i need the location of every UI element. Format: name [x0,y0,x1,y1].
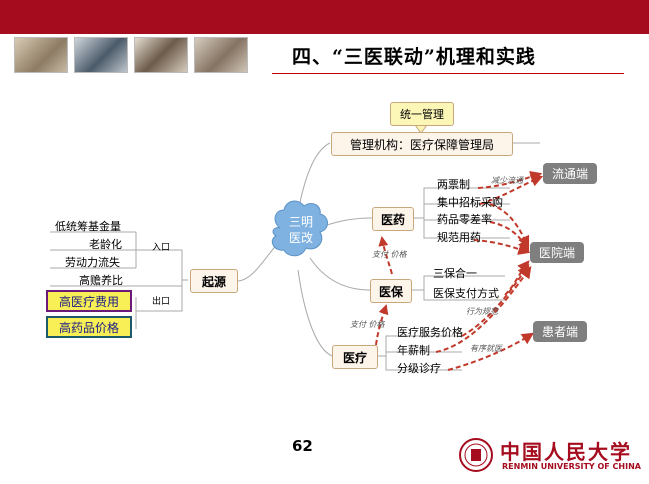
photo-strip [14,37,248,73]
insurance-item-three-in-one: 三保合一 [433,267,477,280]
insurance-item-payment-method: 医保支付方式 [433,287,499,300]
target-patient: 患者端 [533,321,587,342]
top-banner [0,0,649,34]
insurance-node: 医保 [370,279,412,303]
target-distribution: 流通端 [543,163,597,184]
university-seal-icon [459,438,493,472]
medical-item-tiered-care: 分级诊疗 [397,362,441,375]
center-label-line1: 三明 [289,215,314,229]
output-high-medical-cost: 高医疗费用 [46,290,132,312]
medical-node: 医疗 [332,345,378,369]
origin-node: 起源 [190,269,238,293]
target-hospital: 医院端 [530,242,584,263]
input-aging: 老龄化 [89,238,122,251]
slide-title: 四、“三医联动”机理和实践 [292,46,536,68]
arrow-label-reduce-links: 减少流通 [491,176,523,185]
medical-item-service-price: 医疗服务价格 [397,326,463,339]
photo-3 [134,37,188,73]
exit-label: 出口 [152,297,171,307]
center-label-line2: 医改 [289,231,314,245]
medical-item-annual-salary: 年薪制 [397,344,430,357]
pharma-node: 医药 [372,207,414,231]
entry-label: 入口 [152,243,171,253]
management-node: 管理机构：医疗保障管理局 [331,132,513,156]
logo-name-en: RENMIN UNIVERSITY OF CHINA [502,462,641,471]
pharma-item-central-bidding: 集中招标采购 [437,196,503,209]
output-high-drug-price: 高药品价格 [46,316,132,338]
input-low-pool: 低统筹基金量 [55,220,121,233]
input-dependency: 高赡养比 [79,274,123,287]
arrow-label-pay-price-1: 支付 价格 [372,250,407,259]
page-number: 62 [292,437,313,455]
photo-1 [14,37,68,73]
pharma-item-zero-markup: 药品零差率 [437,213,492,226]
pharma-item-two-invoice: 两票制 [437,178,470,191]
pharma-item-standard-use: 规范用药 [437,231,481,244]
arrow-label-ordered-care: 有序就医 [470,344,502,353]
management-callout: 统一管理 [390,102,454,126]
arrow-label-behavior: 行为规范 [466,307,498,316]
title-underline [272,73,624,74]
arrow-label-pay-price-2: 支付 价格 [350,320,385,329]
input-labor-loss: 劳动力流失 [65,256,120,269]
photo-4 [194,37,248,73]
photo-2 [74,37,128,73]
logo-name-cn: 中国人民大学 [500,440,632,464]
